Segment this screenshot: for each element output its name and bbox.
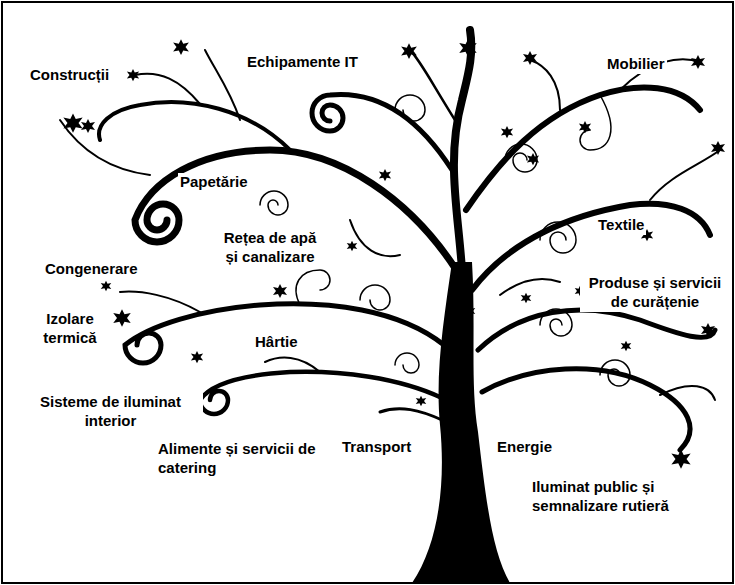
branch-label: Congenerare <box>43 260 140 279</box>
branch-label: Papetărie <box>178 173 250 192</box>
branch-label: Iluminat public și semnalizare rutieră <box>530 478 705 516</box>
branch-label: Energie <box>495 438 554 457</box>
branch-label: Hârtie <box>253 333 300 352</box>
tree-trunk <box>412 262 510 583</box>
branch-label: Alimente și servicii de catering <box>156 440 320 478</box>
branch-label: Rețea de apă și canalizare <box>214 229 326 267</box>
branch-label: Izolare termică <box>30 310 110 348</box>
branch-label: Mobilier <box>605 55 667 74</box>
branch-label: Textile <box>596 216 646 235</box>
branch-label: Echipamente IT <box>245 53 360 72</box>
branch-label: Sisteme de iluminat interior <box>18 393 203 431</box>
branch-label: Transport <box>340 438 413 457</box>
tree-branches <box>60 30 720 450</box>
branch-label: Produse și servicii de curățenie <box>580 274 730 312</box>
branch-label: Construcții <box>28 66 111 85</box>
